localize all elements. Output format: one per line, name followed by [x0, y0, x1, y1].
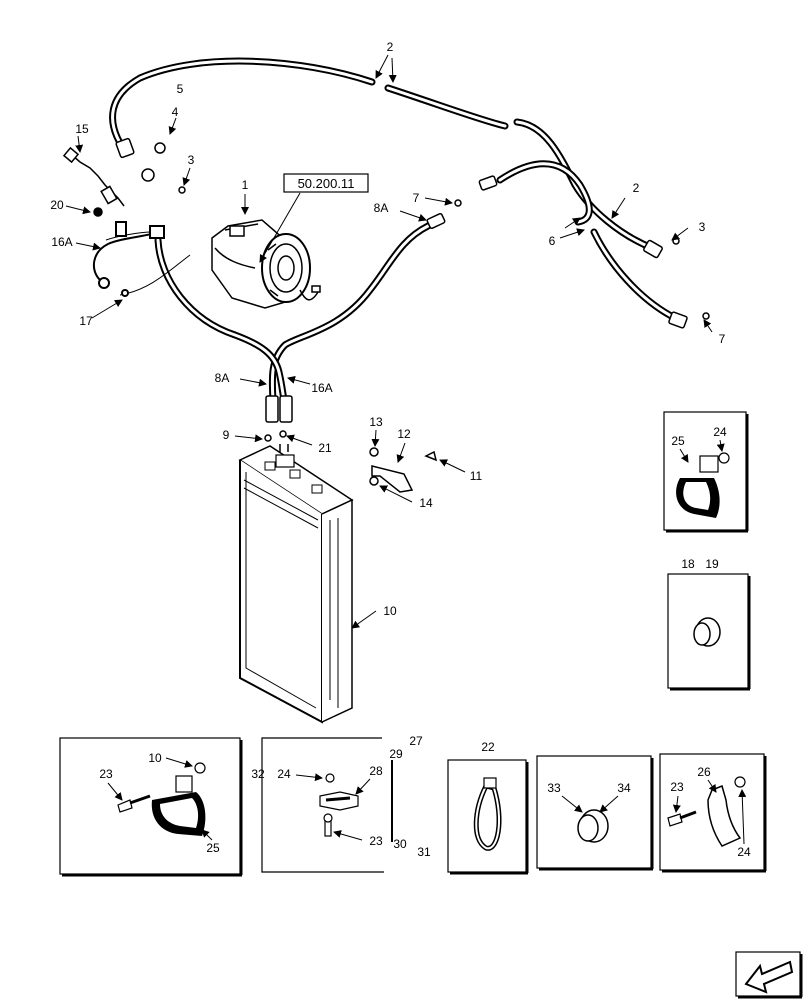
nut-4 — [141, 142, 166, 182]
inset7-callout-26: 26 — [697, 765, 711, 779]
inset6-callout-33: 33 — [547, 781, 561, 795]
inset6-callout-34: 34 — [617, 781, 631, 795]
inset4-callout-32: 32 — [251, 767, 265, 781]
condenser — [238, 444, 354, 724]
leader-lines — [65, 54, 713, 629]
inset1-callout-25: 25 — [671, 434, 685, 448]
inset4-callout-31: 31 — [417, 845, 431, 859]
inset5-callout-22: 22 — [481, 740, 495, 754]
callout-16A-lower: 16A — [311, 381, 332, 395]
switch-harness-15 — [62, 146, 125, 217]
inset1-callout-24: 24 — [713, 425, 727, 439]
callout-4: 4 — [172, 105, 179, 119]
callout-1: 1 — [242, 178, 249, 192]
hose-fittings — [115, 137, 688, 423]
callout-labels: 2 2 3 3 4 5 6 7 7 8A 8A 1 9 10 11 12 13 … — [50, 40, 725, 618]
callout-10: 10 — [383, 604, 397, 618]
inset4-callout-29: 29 — [389, 747, 403, 761]
callout-16A-upper: 16A — [51, 235, 72, 249]
reference-box[interactable]: 50.200.11 — [283, 173, 369, 193]
branch-hose-right — [496, 160, 679, 322]
callout-9: 9 — [223, 428, 230, 442]
reference-number[interactable]: 50.200.11 — [298, 176, 355, 191]
next-page-arrow-icon[interactable] — [735, 951, 803, 999]
inset-bracket-27-32: 27 29 32 24 28 23 30 31 — [251, 734, 431, 873]
upper-hose-right — [384, 84, 656, 252]
compressor — [211, 219, 321, 309]
callout-2-right: 2 — [633, 181, 640, 195]
inset4-callout-27: 27 — [409, 734, 423, 748]
callout-8A-lower: 8A — [215, 371, 230, 385]
inset4-callout-24: 24 — [277, 767, 291, 781]
callout-8A-upper: 8A — [374, 201, 389, 215]
callout-11: 11 — [470, 469, 483, 483]
reference-leader — [259, 192, 301, 263]
callout-21: 21 — [318, 441, 332, 455]
inset-clamp-23-26: 23 26 24 — [659, 753, 767, 873]
inset3-callout-23: 23 — [99, 767, 113, 781]
pipe-16A — [92, 221, 191, 297]
callout-14: 14 — [419, 496, 433, 510]
callout-3-right: 3 — [699, 220, 706, 234]
callout-7-right: 7 — [719, 332, 726, 346]
inset-grommet-18-19: 18 19 — [667, 557, 751, 691]
callout-6: 6 — [549, 234, 556, 248]
upper-hose-left — [109, 57, 376, 152]
inset2-callout-18: 18 — [681, 557, 695, 571]
callout-12: 12 — [397, 427, 411, 441]
inset-clamp-10-23-25: 10 23 25 — [59, 737, 243, 877]
inset-clamp-24-25: 25 24 — [663, 411, 749, 533]
inset4-callout-23: 23 — [369, 834, 383, 848]
callout-7-left: 7 — [413, 191, 420, 205]
callout-20: 20 — [50, 198, 64, 212]
inset3-callout-10: 10 — [148, 751, 162, 765]
inset7-callout-23: 23 — [670, 780, 684, 794]
hose-16A — [154, 236, 288, 404]
callout-5: 5 — [177, 82, 184, 96]
callout-15: 15 — [75, 122, 89, 136]
inset4-callout-30: 30 — [393, 837, 407, 851]
inset2-callout-19: 19 — [705, 557, 719, 571]
callout-3-left: 3 — [188, 153, 195, 167]
inset-strap-22: 22 — [447, 740, 529, 875]
inset-grommet-33-34: 33 34 — [536, 755, 654, 871]
inset3-callout-25: 25 — [206, 841, 220, 855]
bracket-12 — [369, 447, 438, 493]
callout-13: 13 — [369, 415, 383, 429]
callout-2-upper: 2 — [387, 40, 394, 54]
callout-17: 17 — [79, 314, 93, 328]
inset7-callout-24: 24 — [737, 845, 751, 859]
inset4-callout-28: 28 — [369, 764, 383, 778]
